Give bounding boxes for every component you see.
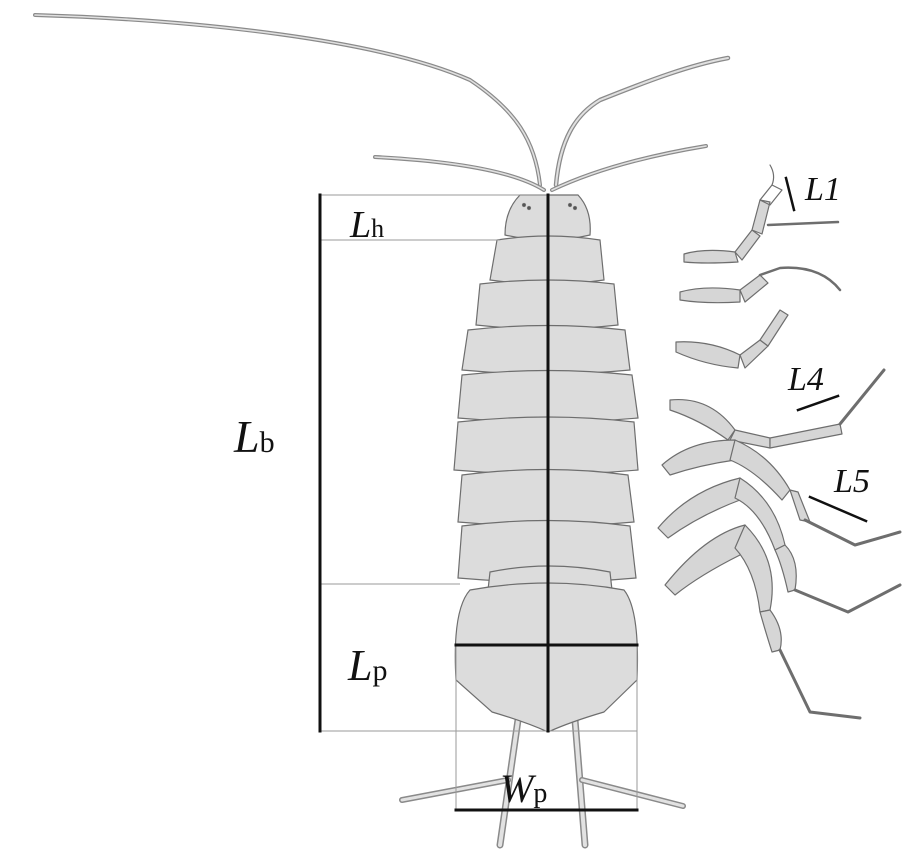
- leg-3: [676, 310, 788, 368]
- legs: [658, 165, 900, 718]
- leg-4-measure: [798, 396, 838, 410]
- pleotelson: [455, 583, 637, 732]
- label-leg-5: L5: [833, 463, 870, 500]
- antennae: [35, 15, 728, 190]
- label-body-length: Lb: [233, 411, 275, 462]
- leg-1-measure: [786, 178, 794, 210]
- label-pleotelson-length: Lp: [347, 641, 387, 690]
- right-antenna-2: [556, 58, 728, 185]
- pereonite-5: [454, 417, 638, 474]
- label-pleotelson-width: Wp: [500, 766, 547, 811]
- left-antenna-2: [35, 15, 540, 185]
- left-antenna-1: [375, 157, 544, 190]
- label-leg-1: L1: [804, 171, 841, 208]
- leg-4: [670, 370, 884, 448]
- right-antenna-1: [552, 146, 706, 190]
- leg-2: [680, 268, 840, 303]
- leg-7: [665, 525, 860, 718]
- pereonite-6: [458, 470, 634, 527]
- leg-5-measure: [810, 497, 866, 521]
- isopod-body: [454, 195, 638, 732]
- label-head-length: Lh: [349, 204, 384, 246]
- pereonite-3: [462, 326, 630, 375]
- label-leg-4: L4: [787, 361, 824, 398]
